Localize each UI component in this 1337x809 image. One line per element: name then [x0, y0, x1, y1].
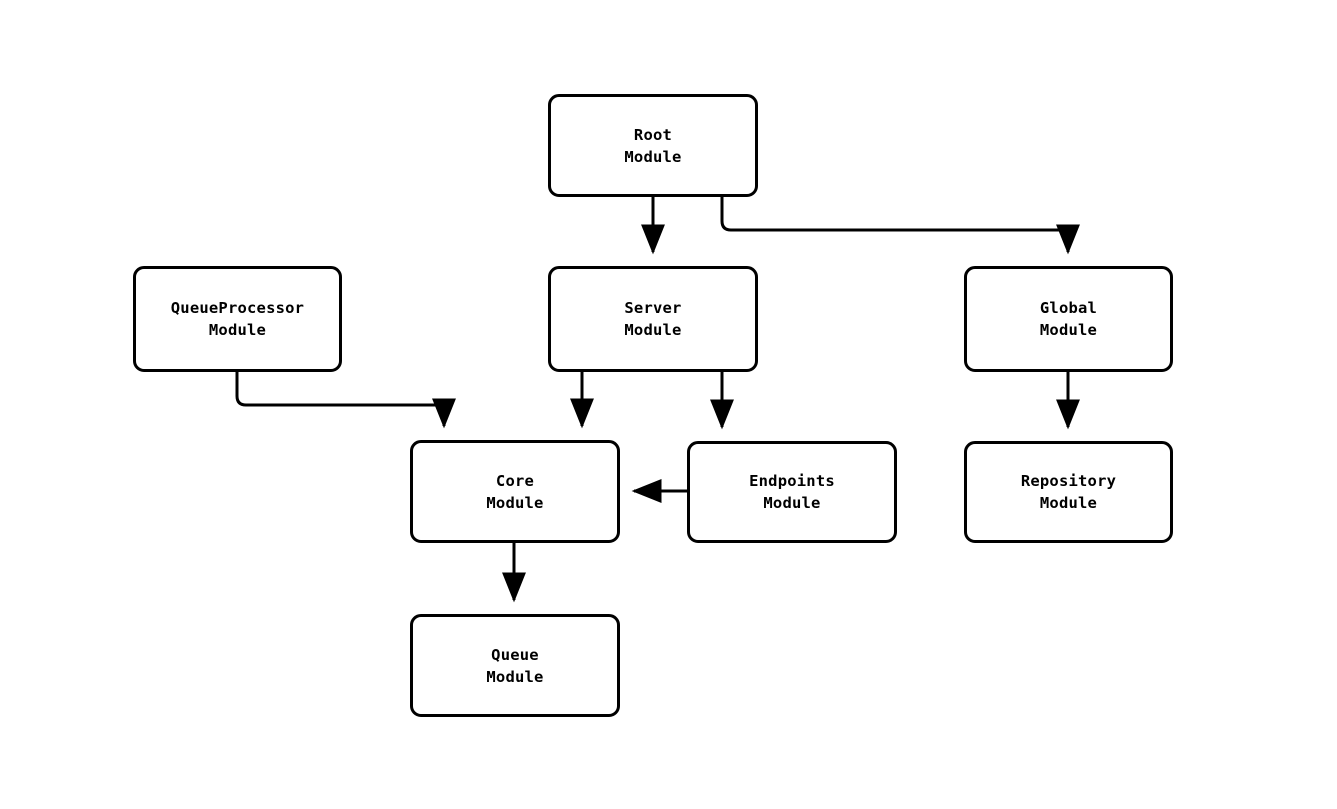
node-core-name: Core — [495, 471, 535, 490]
node-server-name: Server — [624, 299, 682, 317]
node-server-suffix: Module — [624, 321, 682, 339]
node-endpoints-name: Endpoints — [749, 472, 835, 490]
node-queueprocessor-name: QueueProcessor — [170, 299, 305, 317]
node-repository-name: Repository — [1020, 472, 1117, 490]
node-root-suffix: Module — [624, 147, 682, 166]
node-core-suffix: Module — [486, 493, 544, 512]
node-root-name: Root — [633, 125, 673, 144]
node-queue-name: Queue — [491, 645, 539, 664]
edges-group — [235, 197, 1080, 603]
node-queue-suffix: Module — [486, 667, 544, 686]
edge-queueprocessor-to-core — [235, 372, 456, 429]
node-endpoints-suffix: Module — [763, 494, 821, 512]
node-repository-suffix: Module — [1039, 494, 1098, 512]
node-global-suffix: Module — [1039, 321, 1098, 339]
edge-root-to-global — [720, 197, 1080, 255]
node-queueprocessor-suffix: Module — [208, 321, 267, 339]
node-global-name: Global — [1039, 299, 1098, 317]
